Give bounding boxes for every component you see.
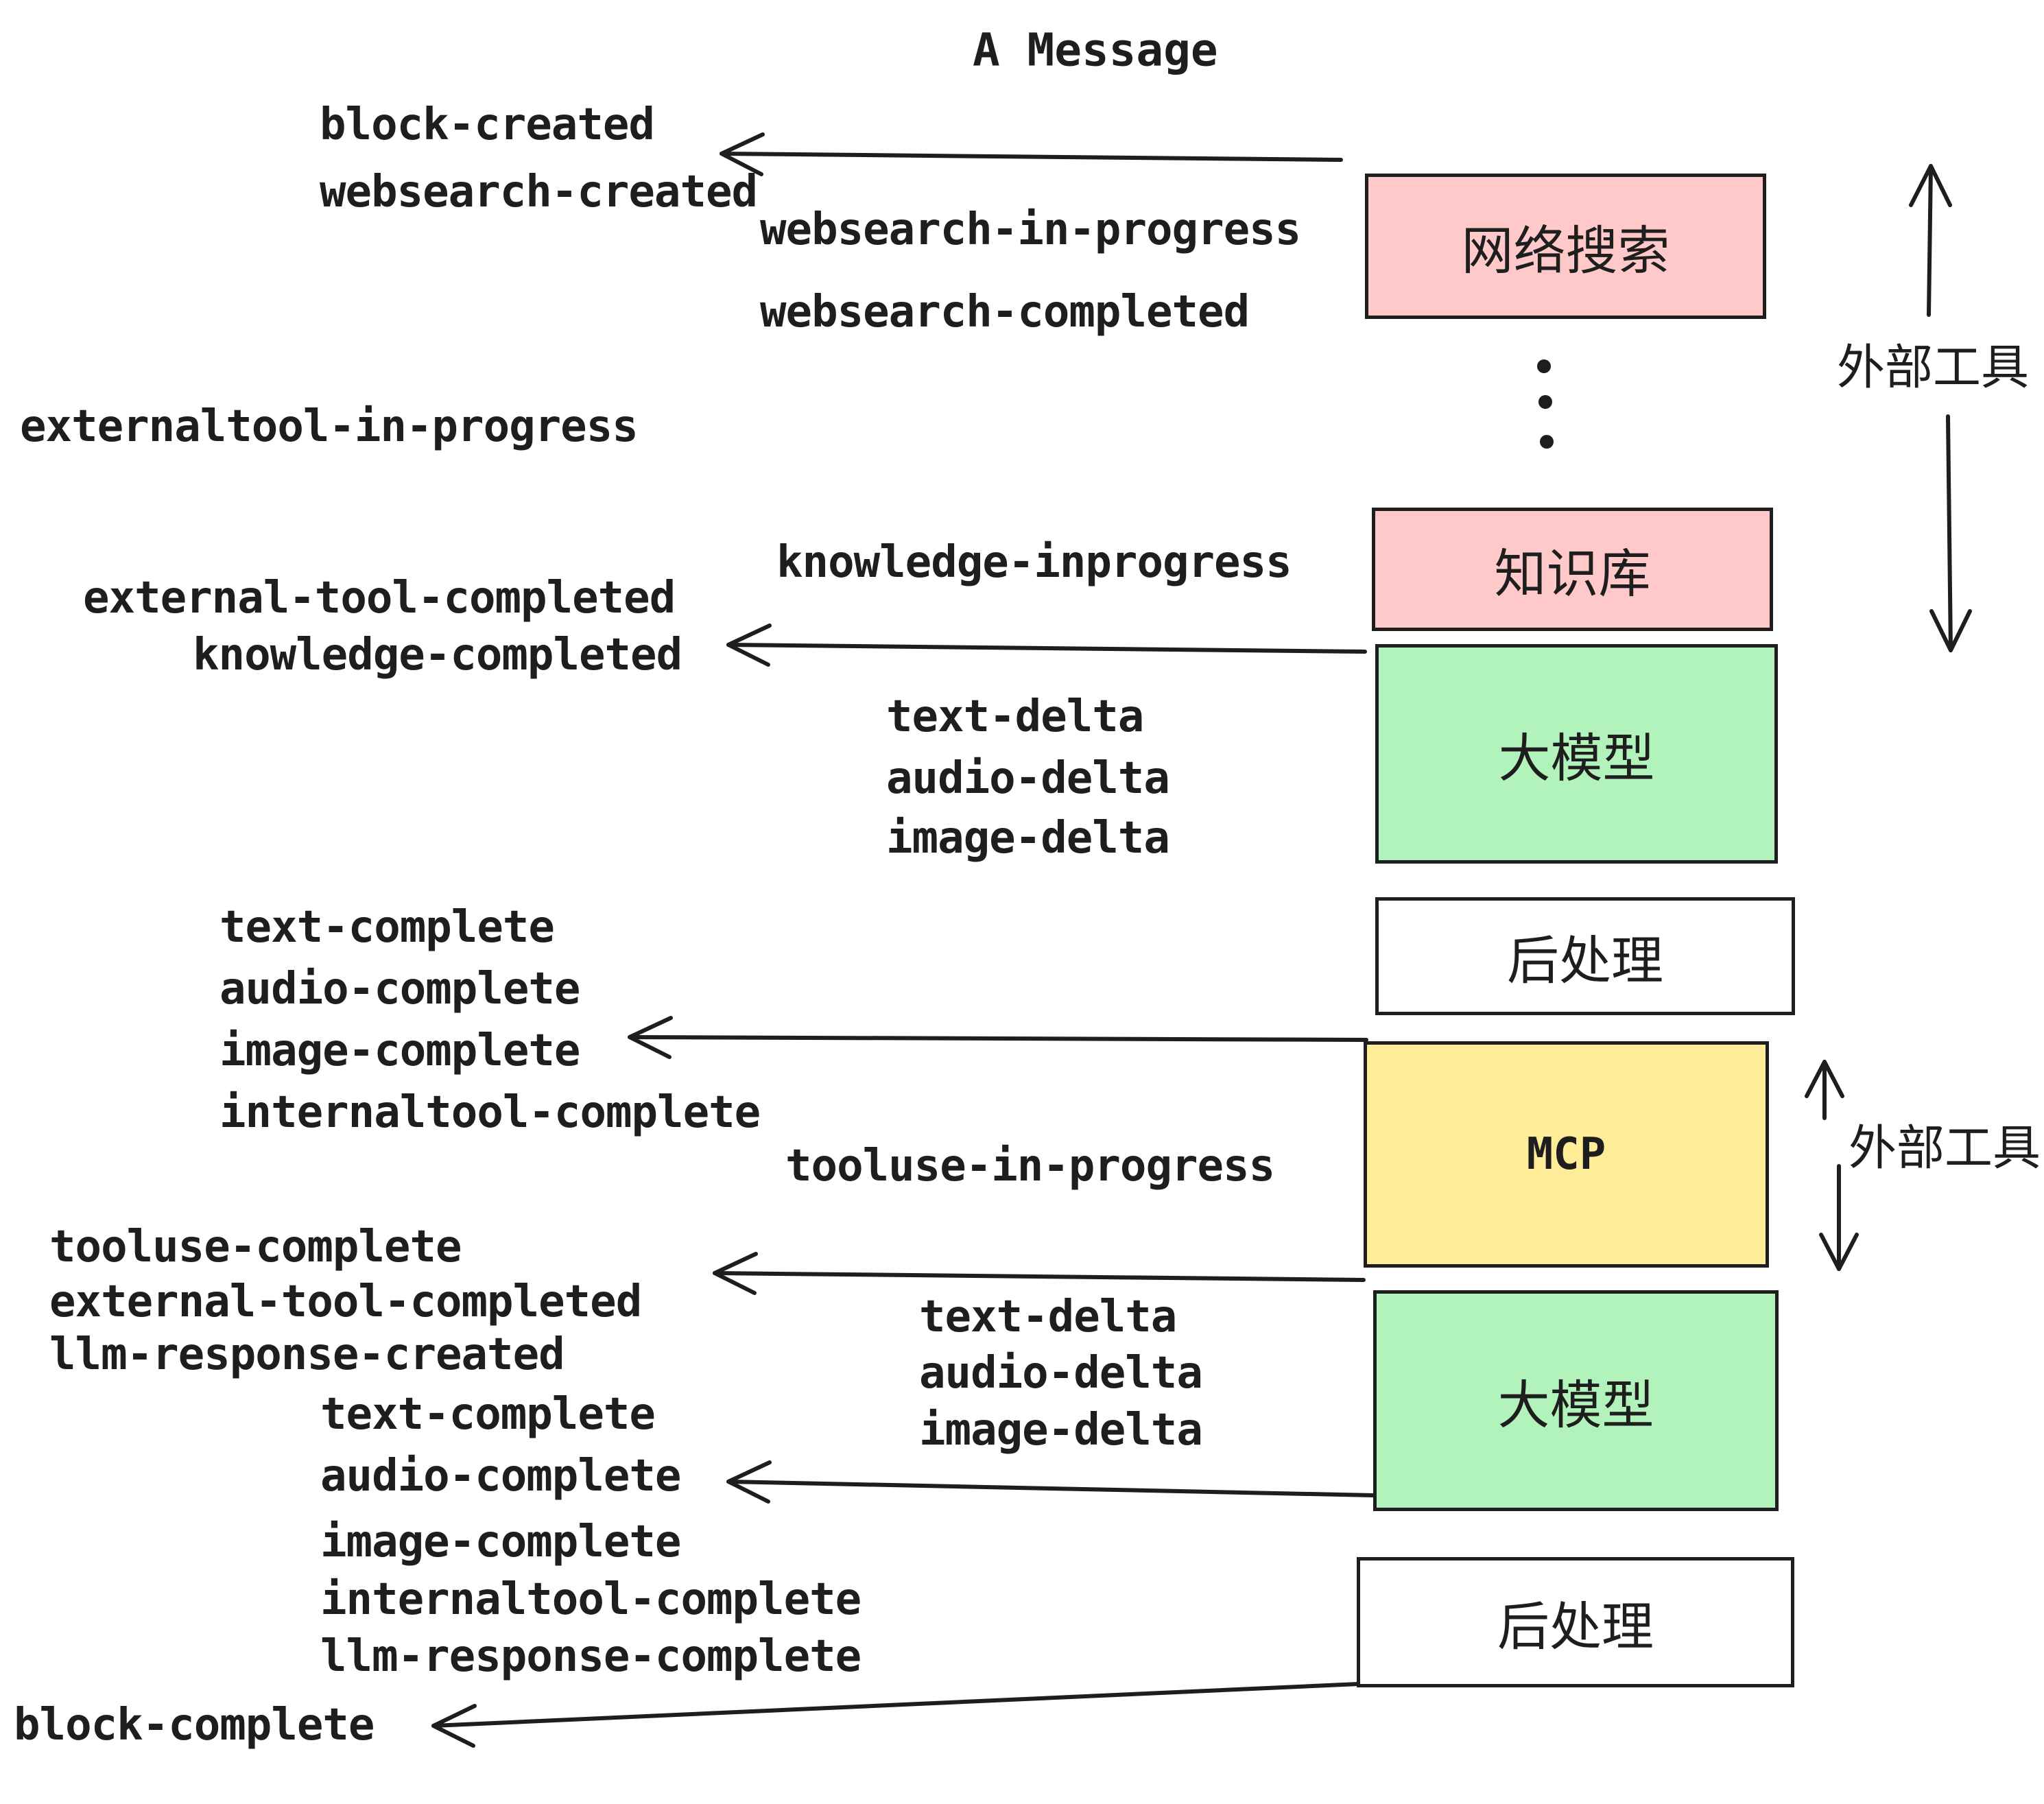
external-tools-down-arrow-top (1929, 414, 1972, 652)
event-label-image-complete-2: image-complete (320, 1517, 681, 1567)
event-label-externaltool-in-progress: externaltool-in-progress (20, 401, 639, 452)
external-tools-up-arrow-top (1909, 164, 1952, 317)
event-label-image-delta-1: image-delta (886, 813, 1170, 864)
arrow-to-block-complete (431, 1682, 1360, 1748)
event-label-knowledge-completed: knowledge-completed (193, 630, 682, 680)
event-label-image-delta-2: image-delta (919, 1405, 1203, 1456)
event-label-tooluse-in-progress: tooluse-in-progress (785, 1141, 1275, 1191)
event-label-internaltool-complete-1: internaltool-complete (219, 1087, 761, 1138)
event-label-text-complete-1: text-complete (219, 902, 555, 953)
external-tools-down-arrow-mcp (1819, 1164, 1859, 1271)
external-tools-label-mcp: 外部工具 (1849, 1119, 2041, 1176)
event-label-internaltool-complete-2: internaltool-complete (320, 1574, 861, 1625)
arrow-to-audio-complete (726, 1460, 1375, 1504)
arrow-to-block-created (720, 132, 1343, 176)
arrow-to-image-complete (628, 1016, 1368, 1059)
event-label-websearch-in-progress: websearch-in-progress (760, 204, 1301, 255)
ellipsis-dots (1537, 359, 1554, 449)
event-label-audio-delta-2: audio-delta (919, 1348, 1203, 1399)
node-postprocess-2: 后处理 (1357, 1557, 1794, 1687)
arrow-to-knowledge-completed (726, 624, 1367, 667)
event-label-text-complete-2: text-complete (320, 1389, 656, 1440)
event-label-tooluse-complete: tooluse-complete (49, 1222, 462, 1272)
event-label-audio-delta-1: audio-delta (886, 753, 1170, 804)
diagram-title: A Message (973, 23, 1218, 77)
event-label-websearch-created: websearch-created (320, 167, 758, 217)
event-label-websearch-completed: websearch-completed (760, 287, 1250, 337)
event-label-block-complete: block-complete (14, 1700, 375, 1750)
node-postprocess-1: 后处理 (1375, 897, 1795, 1015)
node-llm-2: 大模型 (1373, 1290, 1779, 1511)
event-label-audio-complete-1: audio-complete (219, 964, 580, 1014)
external-tools-label-top: 外部工具 (1837, 339, 2029, 396)
node-websearch: 网络搜索 (1365, 174, 1766, 319)
event-label-audio-complete-2: audio-complete (320, 1451, 681, 1502)
event-label-llm-response-created: llm-response-created (49, 1329, 565, 1380)
arrow-to-tooluse-complete (713, 1252, 1366, 1295)
event-label-llm-response-complete: llm-response-complete (320, 1631, 861, 1682)
event-label-text-delta-1: text-delta (886, 691, 1144, 742)
event-label-image-complete-1: image-complete (219, 1025, 580, 1076)
node-llm-1: 大模型 (1375, 644, 1778, 864)
event-label-text-delta-2: text-delta (919, 1292, 1177, 1342)
node-mcp: MCP (1364, 1041, 1769, 1268)
event-label-block-created: block-created (320, 99, 655, 150)
event-label-external-tool-completed: external-tool-completed (83, 573, 676, 624)
event-label-knowledge-inprogress: knowledge-inprogress (776, 537, 1292, 588)
external-tools-up-arrow-mcp (1805, 1060, 1844, 1120)
event-label-external-tool-completed-2: external-tool-completed (49, 1277, 642, 1327)
node-knowledge: 知识库 (1372, 508, 1773, 631)
